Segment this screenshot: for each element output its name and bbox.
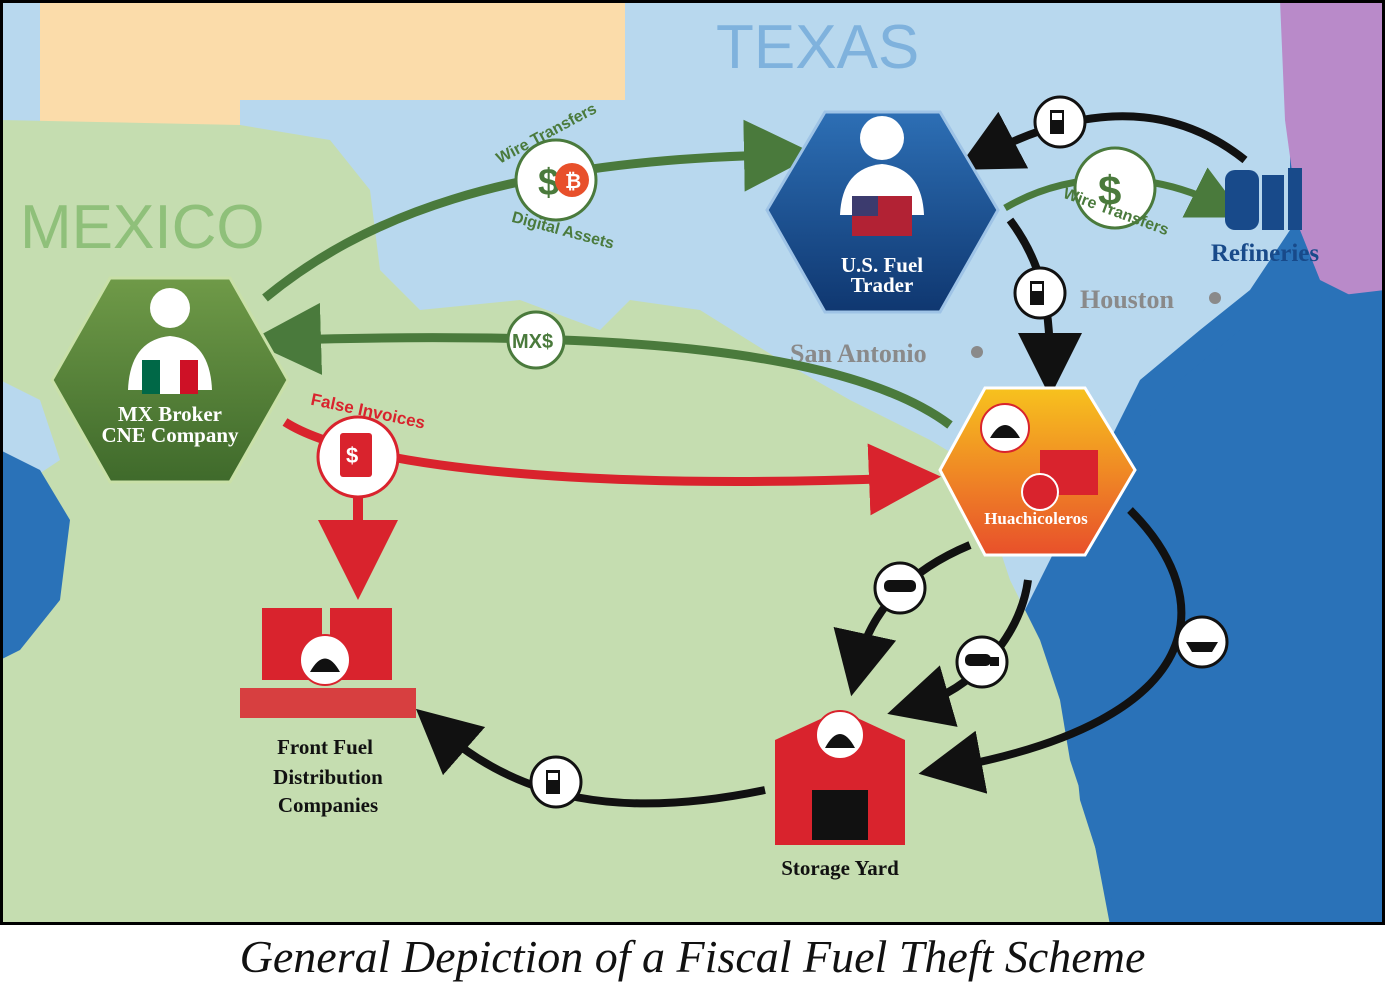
svg-text:$: $ — [1098, 167, 1121, 214]
flow-hc-to-mx — [249, 302, 953, 429]
bitcoin-icon — [555, 163, 589, 197]
svg-text:₿: ₿ — [565, 171, 581, 193]
front-fuel-line1: Front Fuel — [277, 735, 373, 759]
san-antonio-dot — [971, 346, 983, 358]
gulf-of-mexico — [1070, 290, 1385, 925]
us-trader-line2: Trader — [851, 273, 914, 297]
flow-hc-to-storage-ship — [918, 507, 1186, 794]
us-trader-line1: U.S. Fuel — [841, 253, 923, 277]
storage-yard-label: Storage Yard — [781, 856, 899, 880]
scheme-map: MEXICO TEXAS San Antonio Houston $ ₿ Wir… — [0, 0, 1385, 925]
san-antonio-label: San Antonio — [790, 339, 927, 368]
svg-text:$: $ — [346, 443, 358, 468]
houston-dot — [1209, 292, 1221, 304]
tanker-truck-icon — [955, 635, 1009, 689]
flow-mx-to-us — [262, 119, 816, 302]
front-fuel-line2: Distribution — [273, 765, 383, 789]
storage-yard-node: Storage Yard — [775, 710, 905, 880]
louisiana-land — [1280, 0, 1385, 300]
refineries-node: Refineries — [1211, 168, 1320, 267]
wire-right-badge: $ — [1073, 146, 1157, 230]
false-invoices-badge: $ — [316, 415, 400, 499]
shell-icon — [1021, 473, 1059, 511]
fuel-pump-icon-mid — [1013, 266, 1067, 320]
invoice-icon — [340, 433, 372, 477]
houston-label: Houston — [1080, 285, 1174, 314]
us-trader-node: U.S. Fuel Trader — [765, 110, 1000, 314]
dollar-symbol: $ — [538, 162, 559, 204]
flow-storage-to-front — [415, 708, 766, 808]
mx-broker-line2: CNE Company — [101, 423, 239, 447]
mxd-text: MX$ — [512, 331, 553, 353]
flow-refineries-to-us — [956, 111, 1248, 170]
fuel-pump-icon-bottom — [529, 755, 583, 809]
mxd-badge: MX$ — [506, 310, 566, 370]
new-mexico-land — [40, 0, 625, 140]
front-fuel-node: Front Fuel Distribution Companies — [240, 608, 416, 817]
refineries-label: Refineries — [1211, 240, 1320, 267]
ship-icon — [1175, 615, 1229, 669]
warehouse-icon — [775, 710, 905, 845]
texas-label: TEXAS — [716, 13, 919, 82]
gas-stations-icon — [240, 688, 416, 718]
mexico-label: MEXICO — [20, 193, 265, 262]
wire-digital-badge: $ ₿ — [514, 138, 598, 222]
refinery-tank-icon — [1225, 170, 1259, 230]
mx-broker-line1: MX Broker — [118, 402, 222, 426]
mx-broker-node: MX Broker CNE Company — [50, 276, 290, 484]
huachicoleros-node: Huachicoleros — [938, 386, 1137, 557]
figure-caption: General Depiction of a Fiscal Fuel Theft… — [239, 931, 1146, 982]
front-fuel-line3: Companies — [278, 793, 378, 817]
map-border — [0, 0, 1385, 925]
rail-tanker-icon — [873, 561, 927, 615]
huachicoleros-label: Huachicoleros — [984, 509, 1088, 528]
gulf-of-california — [0, 450, 70, 660]
fuel-pump-icon-top — [1033, 95, 1087, 149]
person-icon — [150, 288, 190, 328]
person-icon — [860, 116, 904, 160]
